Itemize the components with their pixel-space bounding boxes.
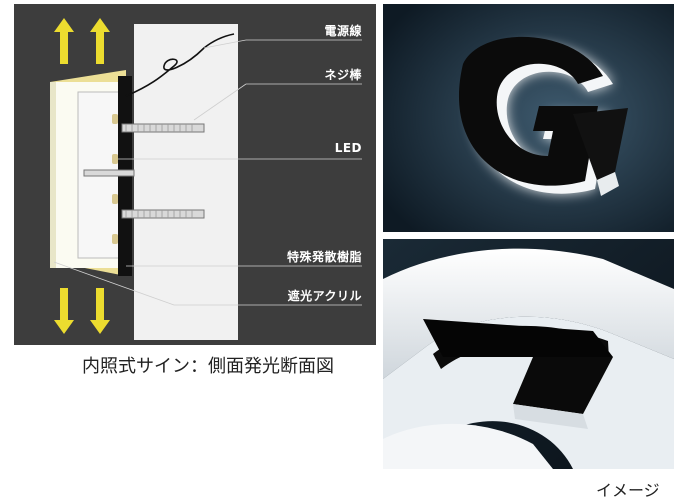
leader-lines <box>53 39 362 306</box>
photo-glowing-letter-top <box>383 4 674 232</box>
label-led: LED <box>334 141 362 155</box>
screw-rods <box>83 123 205 219</box>
cross-section-diagram: 電源線 ネジ棒 LED 特殊発散樹脂 遮光アクリル <box>14 4 376 345</box>
power-cable <box>125 33 235 97</box>
label-shading-acrylic: 遮光アクリル <box>287 289 362 303</box>
photo-edge-closeup <box>383 239 674 469</box>
label-special-resin: 特殊発散樹脂 <box>286 250 362 264</box>
wall-panel <box>134 24 238 340</box>
label-screw-rod: ネジ棒 <box>324 68 362 82</box>
light-up-arrows <box>54 18 110 64</box>
light-down-arrows <box>54 288 110 334</box>
diagram-graphic <box>50 18 362 340</box>
diagram-caption: 内照式サイン：側面発光断面図 <box>82 356 334 377</box>
led-modules <box>112 114 118 244</box>
photo-caption: イメージ <box>596 481 660 500</box>
label-power-cable: 電源線 <box>324 24 362 38</box>
